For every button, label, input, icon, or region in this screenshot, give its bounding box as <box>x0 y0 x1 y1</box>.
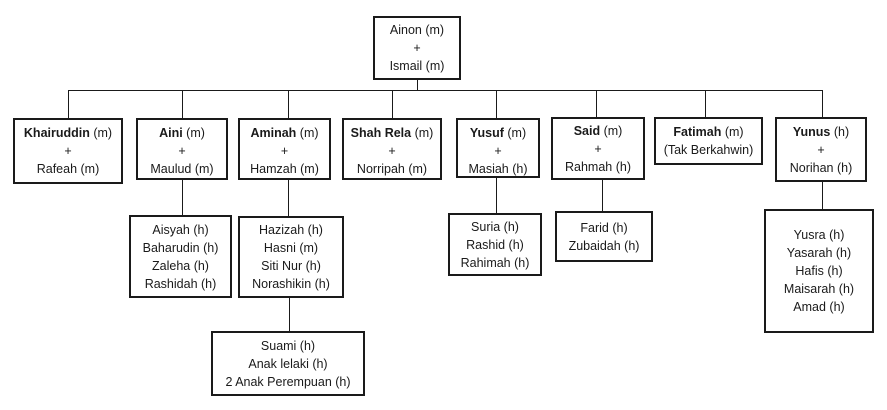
couple-spouse: Norripah (m) <box>356 162 428 176</box>
grandchild-name: Suami (h) <box>260 338 316 353</box>
child-name: Hasni (m) <box>263 241 319 255</box>
couple-box-shah-rela: Shah Rela (m) + Norripah (m) <box>342 118 442 180</box>
child-name: Suria (h) <box>471 219 519 234</box>
couple-name-suffix: (m) <box>182 126 205 140</box>
couple-spouse: Rahmah (h) <box>565 159 631 174</box>
connector-aminah-children <box>288 180 289 216</box>
children-box-said: Farid (h) Zubaidah (h) <box>555 211 653 262</box>
children-box-aminah: Hazizah (h) Hasni (m) Siti Nur (h) Noras… <box>238 216 344 298</box>
couple-box-aminah: Aminah (m) + Hamzah (m) <box>238 118 331 180</box>
couple-name-suffix: (h) <box>830 124 850 139</box>
child-name: Hazizah (h) <box>259 223 323 237</box>
connector-yusuf <box>496 90 497 118</box>
couple-plus: + <box>280 144 289 158</box>
root-line-3: Ismail (m) <box>389 59 445 73</box>
child-name: Amad (h) <box>793 300 845 314</box>
root-plus: + <box>413 41 421 55</box>
connector-generation-bar <box>68 90 822 91</box>
children-box-yunus: Yusra (h) Yasarah (h) Hafis (h) Maisarah… <box>764 209 874 333</box>
couple-name-suffix: (m) <box>503 126 527 140</box>
grandchild-name: Anak lelaki (h) <box>248 356 328 371</box>
couple-name: Shah Rela <box>350 126 412 140</box>
child-name: Farid (h) <box>580 220 628 235</box>
couple-spouse: (Tak Berkahwin) <box>663 143 754 157</box>
grandchildren-box-norashikin: Suami (h) Anak lelaki (h) 2 Anak Perempu… <box>211 331 365 396</box>
connector-yunus-children <box>822 182 823 209</box>
connector-yunus <box>822 90 823 118</box>
connector-khairuddin <box>68 90 69 118</box>
couple-name-suffix: (m) <box>89 126 113 140</box>
children-box-yusuf: Suria (h) Rashid (h) Rahimah (h) <box>448 213 542 276</box>
couple-box-yusuf: Yusuf (m) + Masiah (h) <box>456 118 540 178</box>
connector-fatimah <box>705 90 706 118</box>
couple-plus: + <box>594 141 602 156</box>
connector-norashikin-grandchildren <box>289 298 290 331</box>
child-name: Yasarah (h) <box>786 246 852 260</box>
couple-plus: + <box>388 144 396 158</box>
couple-name: Yunus <box>792 124 831 139</box>
couple-spouse: Hamzah (m) <box>250 162 319 176</box>
connector-aini-children <box>182 180 183 215</box>
couple-spouse: Masiah (h) <box>468 162 528 176</box>
couple-name-suffix: (m) <box>411 126 434 140</box>
couple-plus: + <box>494 144 502 158</box>
child-name: Aisyah (h) <box>152 222 209 237</box>
couple-spouse: Rafeah (m) <box>36 162 100 176</box>
couple-plus: + <box>178 144 186 158</box>
couple-box-yunus: Yunus (h) + Norihan (h) <box>775 117 867 182</box>
connector-said <box>596 90 597 118</box>
child-name: Norashikin (h) <box>252 277 330 291</box>
child-name: Rashidah (h) <box>144 276 217 291</box>
connector-aini <box>182 90 183 118</box>
child-name: Rashid (h) <box>466 237 524 252</box>
child-name: Hafis (h) <box>795 264 843 278</box>
couple-name: Aini <box>159 126 183 140</box>
couple-name-suffix: (m) <box>296 126 319 140</box>
couple-name: Said <box>573 123 601 138</box>
couple-plus: + <box>64 144 72 158</box>
couple-spouse: Maulud (m) <box>150 162 214 176</box>
couple-box-khairuddin: Khairuddin (m) + Rafeah (m) <box>13 118 123 184</box>
couple-name: Aminah <box>250 126 297 140</box>
child-name: Zaleha (h) <box>152 258 209 273</box>
couple-name: Yusuf <box>469 126 504 140</box>
grandchild-name: 2 Anak Perempuan (h) <box>225 374 351 389</box>
connector-yusuf-children <box>496 178 497 213</box>
child-name: Baharudin (h) <box>142 240 219 255</box>
couple-spouse: Norihan (h) <box>789 160 853 175</box>
connector-aminah <box>288 90 289 118</box>
child-name: Zubaidah (h) <box>568 238 640 253</box>
root-couple-box: Ainon (m) + Ismail (m) <box>373 16 461 80</box>
connector-shah-rela <box>392 90 393 118</box>
couple-box-fatimah: Fatimah (m) (Tak Berkahwin) <box>654 117 763 165</box>
children-box-aini: Aisyah (h) Baharudin (h) Zaleha (h) Rash… <box>129 215 232 298</box>
child-name: Siti Nur (h) <box>261 259 321 273</box>
couple-name-suffix: (m) <box>721 125 744 139</box>
root-line-1: Ainon (m) <box>389 23 445 37</box>
couple-box-aini: Aini (m) + Maulud (m) <box>136 118 228 180</box>
child-name: Yusra (h) <box>793 228 845 242</box>
couple-plus: + <box>817 142 825 157</box>
connector-said-children <box>602 180 603 211</box>
couple-box-said: Said (m) + Rahmah (h) <box>551 117 645 180</box>
couple-name-suffix: (m) <box>600 123 623 138</box>
child-name: Maisarah (h) <box>783 282 855 296</box>
connector-root-down <box>417 79 418 91</box>
couple-name: Khairuddin <box>23 126 90 140</box>
couple-name: Fatimah <box>673 125 722 139</box>
child-name: Rahimah (h) <box>460 255 530 270</box>
